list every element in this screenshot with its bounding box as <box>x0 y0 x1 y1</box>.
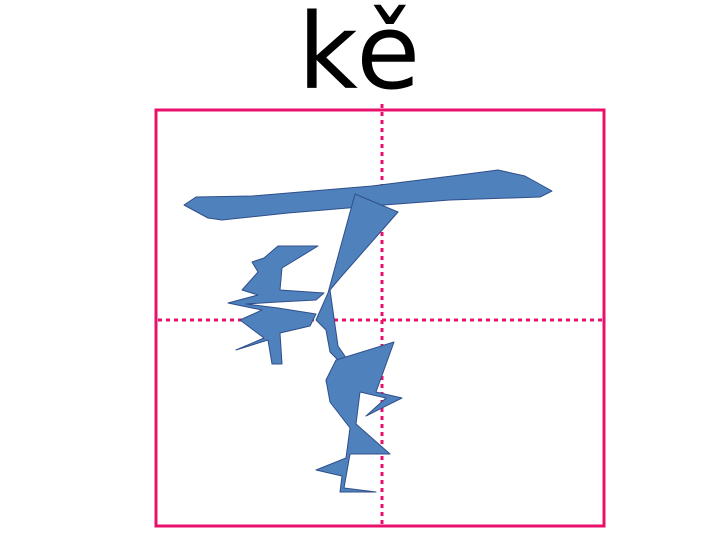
character-strokes-icon <box>183 169 553 493</box>
grid-border <box>154 108 606 528</box>
hook-tail-stroke <box>315 341 403 493</box>
pinyin-label: kě <box>297 0 423 113</box>
horizontal-stroke <box>183 169 553 221</box>
mouth-stroke <box>227 245 325 365</box>
